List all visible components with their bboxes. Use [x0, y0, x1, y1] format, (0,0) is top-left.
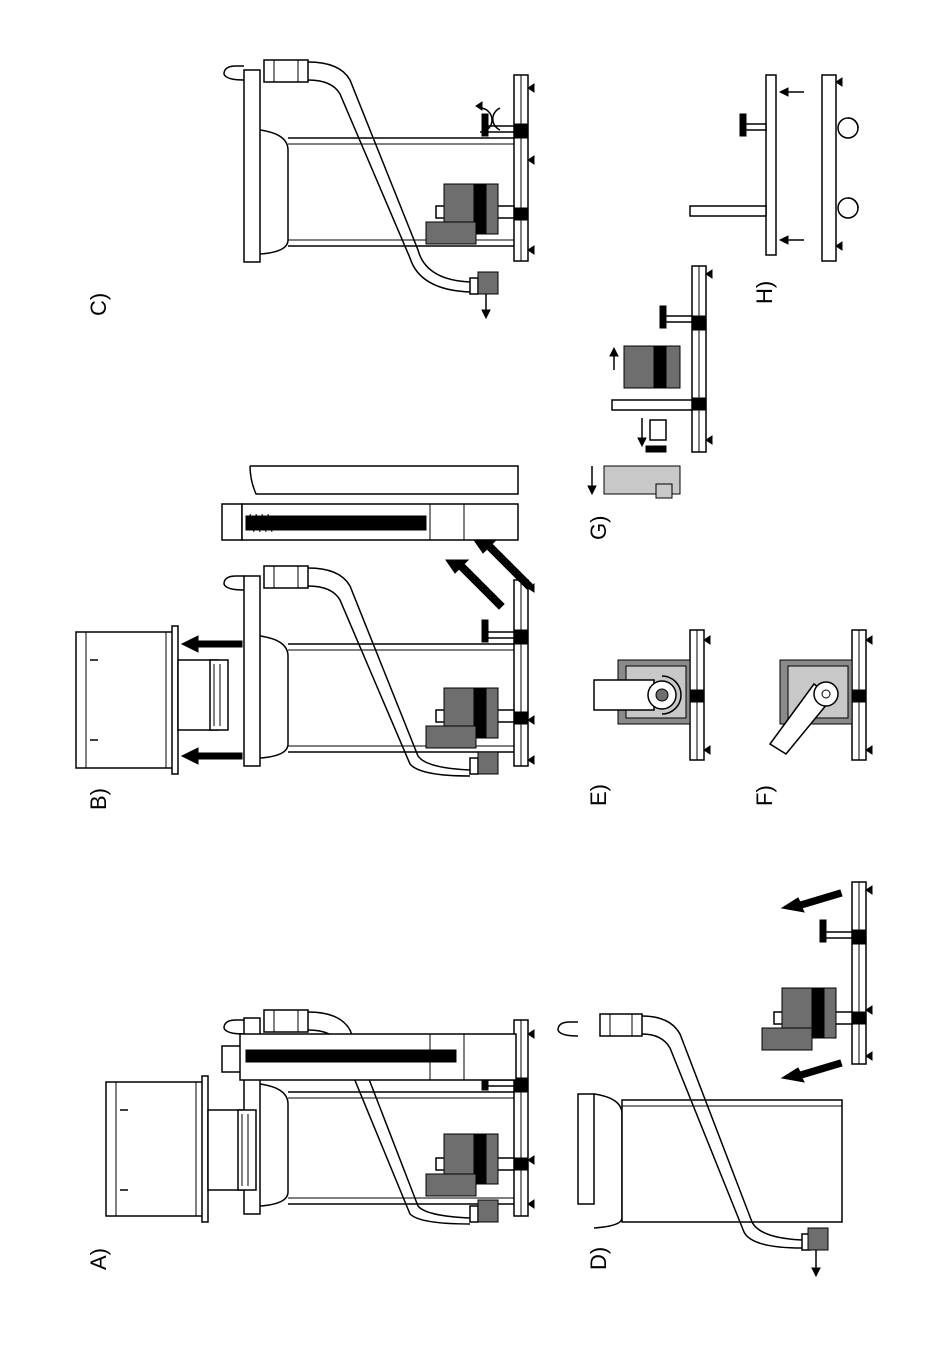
panel-c [224, 60, 534, 318]
panel-b [76, 466, 534, 776]
panel-label-b: B) [86, 788, 111, 810]
panel-label-g: G) [586, 516, 611, 540]
panel-label-a: A) [86, 1248, 111, 1270]
panel-h [690, 75, 858, 261]
panel-g [588, 266, 712, 498]
panel-label-f: F) [752, 785, 777, 806]
panel-f [770, 630, 872, 760]
panel-label-d: D) [586, 1247, 611, 1270]
panel-label-c: C) [86, 293, 111, 316]
panel-label-h: H) [752, 281, 777, 304]
panel-e [594, 630, 710, 760]
panel-a [106, 1010, 534, 1224]
panel-d [558, 882, 872, 1276]
panel-label-e: E) [586, 784, 611, 806]
